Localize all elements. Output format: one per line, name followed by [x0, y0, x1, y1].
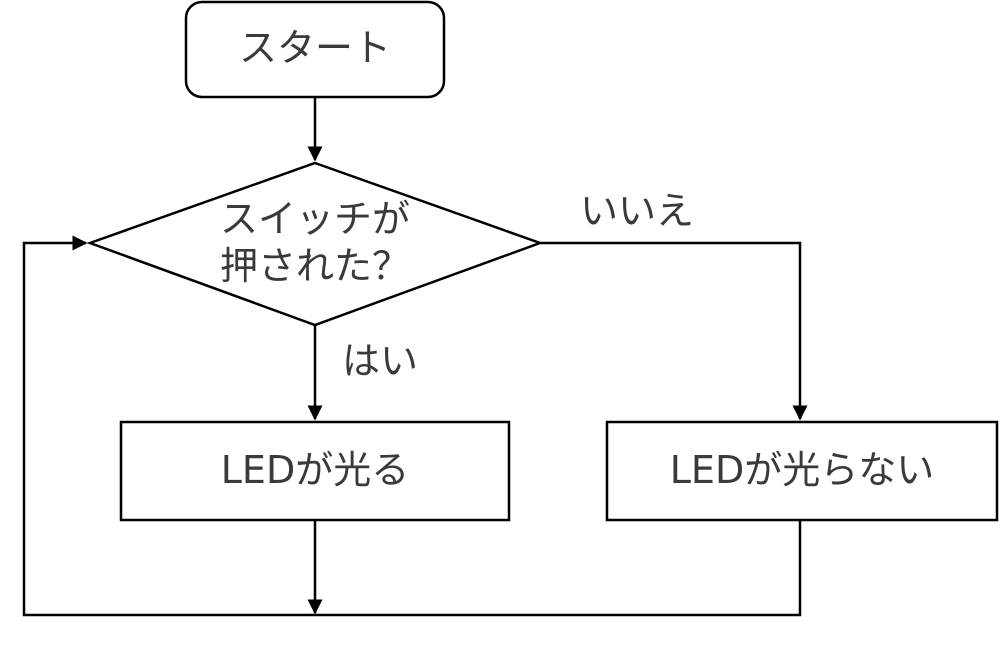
yes-label: はい — [342, 339, 419, 383]
led-on-node — [119, 420, 511, 522]
led-off-label: LEDが光らない — [669, 448, 935, 492]
decision-label-line2: 押された？ — [219, 244, 410, 288]
no-label: いいえ — [580, 189, 695, 233]
led-on-label: LEDが光る — [220, 448, 410, 492]
decision-label-line1: スイッチが — [219, 197, 410, 241]
edge-no — [540, 241, 808, 421]
start-label: スタート — [238, 26, 391, 70]
edge-loop-back — [22, 235, 802, 617]
led-off-node — [605, 420, 999, 522]
